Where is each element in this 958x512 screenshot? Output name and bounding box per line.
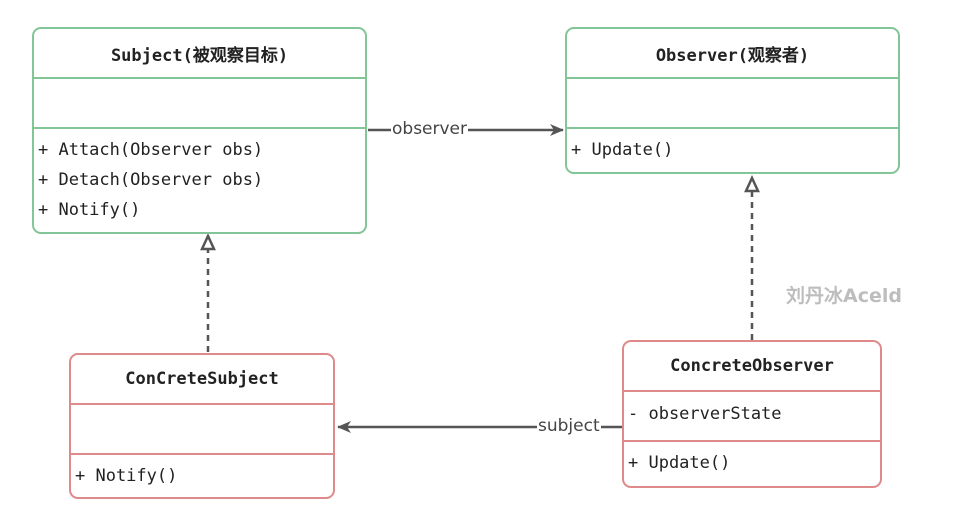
operation-detach: + Detach(Observer obs) bbox=[38, 170, 264, 190]
class-observer[interactable]: Observer(观察者) + Update() bbox=[565, 27, 900, 174]
operation-notify: + Notify() bbox=[75, 466, 178, 486]
class-concrete-observer-name: ConcreteObserver bbox=[670, 356, 834, 376]
class-observer-attributes bbox=[567, 77, 898, 127]
class-observer-name: Observer(观察者) bbox=[655, 45, 810, 66]
class-concrete-subject[interactable]: ConCreteSubject + Notify() bbox=[69, 353, 335, 499]
class-concrete-observer-operations: + Update() bbox=[624, 440, 880, 478]
class-subject-attributes bbox=[34, 77, 365, 127]
edge-label-observer: observer bbox=[391, 119, 469, 139]
operation-notify: + Notify() bbox=[38, 200, 141, 220]
class-subject-operations: + Attach(Observer obs) + Detach(Observer… bbox=[34, 127, 365, 225]
class-concrete-observer-attributes: - observerState bbox=[624, 390, 880, 440]
attribute-observer-state: - observerState bbox=[628, 404, 782, 424]
operation-update: + Update() bbox=[571, 140, 674, 160]
realization-arrowhead-observer bbox=[744, 175, 760, 193]
class-observer-operations: + Update() bbox=[567, 127, 898, 165]
realization-arrowhead-subject bbox=[200, 233, 216, 251]
class-subject-name: Subject(被观察目标) bbox=[110, 45, 289, 66]
operation-update: + Update() bbox=[628, 453, 731, 473]
watermark: 刘丹冰Aceld bbox=[786, 285, 902, 307]
operation-attach: + Attach(Observer obs) bbox=[38, 140, 264, 160]
edge-label-subject: subject bbox=[537, 416, 601, 436]
class-concrete-subject-attributes bbox=[71, 403, 333, 453]
class-subject[interactable]: Subject(被观察目标) + Attach(Observer obs) + … bbox=[32, 27, 367, 234]
class-concrete-subject-operations: + Notify() bbox=[71, 453, 333, 491]
class-concrete-observer[interactable]: ConcreteObserver - observerState + Updat… bbox=[622, 340, 882, 488]
class-concrete-subject-name: ConCreteSubject bbox=[125, 369, 279, 389]
